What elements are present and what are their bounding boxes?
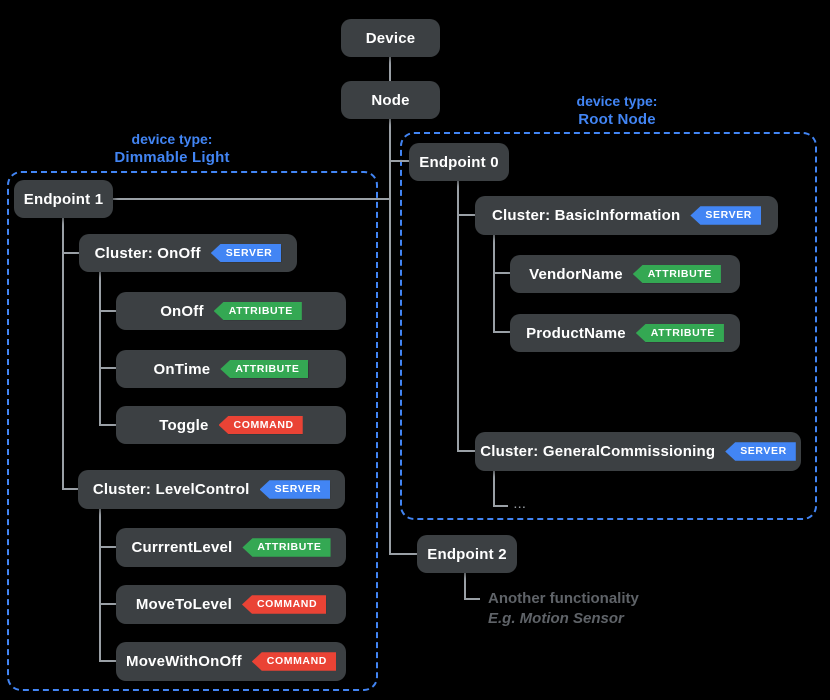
root-node-caption: device type: Root Node xyxy=(517,93,717,129)
node-node: Node xyxy=(341,81,440,119)
cluster-onoff-node: Cluster: OnOff SERVER xyxy=(79,234,297,272)
connector-line xyxy=(62,488,79,490)
more-items-ellipsis: ... xyxy=(514,500,527,511)
node-label: Cluster: GeneralCommissioning xyxy=(480,443,716,460)
endpoint2-note-line2: E.g. Motion Sensor xyxy=(488,610,624,627)
node-label: OnOff xyxy=(160,302,204,320)
node-label: Cluster: OnOff xyxy=(94,244,201,262)
node-label: Cluster: BasicInformation xyxy=(492,207,681,224)
caption-device-type-value: Root Node xyxy=(578,111,656,128)
server-badge: SERVER xyxy=(259,480,331,499)
connector-line xyxy=(493,471,495,507)
caption-device-type-value: Dimmable Light xyxy=(114,149,230,166)
connector-line xyxy=(99,509,101,662)
node-label: OnTime xyxy=(153,360,211,378)
connector-line xyxy=(493,272,511,274)
node-label: MoveWithOnOff xyxy=(126,653,242,670)
cluster-general-commissioning-node: Cluster: GeneralCommissioning SERVER xyxy=(475,432,801,471)
command-badge: COMMAND xyxy=(241,595,327,614)
connector-line xyxy=(457,450,476,452)
ontime-attribute-node: OnTime ATTRIBUTE xyxy=(116,350,346,388)
dimmable-light-caption: device type: Dimmable Light xyxy=(72,131,272,167)
node-label: CurrrentLevel xyxy=(131,539,233,556)
node-label: Endpoint 1 xyxy=(23,190,104,208)
server-badge: SERVER xyxy=(725,442,796,461)
node-label: MoveToLevel xyxy=(135,596,232,613)
node-label: Toggle xyxy=(159,416,209,434)
server-badge: SERVER xyxy=(210,243,282,263)
command-badge: COMMAND xyxy=(251,652,336,671)
connector-line xyxy=(457,214,476,216)
attribute-badge: ATTRIBUTE xyxy=(632,264,721,284)
move-with-onoff-command-node: MoveWithOnOff COMMAND xyxy=(116,642,346,681)
caption-device-type: device type: xyxy=(131,131,213,147)
toggle-command-node: Toggle COMMAND xyxy=(116,406,346,444)
connector-line xyxy=(62,218,64,490)
node-label: Cluster: LevelControl xyxy=(92,481,250,498)
onoff-attribute-node: OnOff ATTRIBUTE xyxy=(116,292,346,330)
node-label: ProductName xyxy=(526,324,626,342)
caption-device-type: device type: xyxy=(576,93,658,109)
connector-line xyxy=(62,252,80,254)
connector-line xyxy=(389,160,410,162)
cluster-level-control-node: Cluster: LevelControl SERVER xyxy=(78,470,345,509)
connector-line xyxy=(113,198,390,200)
connector-line xyxy=(99,310,117,312)
command-badge: COMMAND xyxy=(218,415,303,435)
server-badge: SERVER xyxy=(690,206,761,225)
node-label: VendorName xyxy=(529,265,623,283)
attribute-badge: ATTRIBUTE xyxy=(242,538,331,557)
device-node: Device xyxy=(341,19,440,57)
connector-line xyxy=(464,598,480,600)
cluster-basic-information-node: Cluster: BasicInformation SERVER xyxy=(475,196,778,235)
connector-line xyxy=(389,119,391,555)
connector-line xyxy=(99,367,117,369)
connector-line xyxy=(389,553,418,555)
root-node-group-outline xyxy=(400,132,817,520)
attribute-badge: ATTRIBUTE xyxy=(220,359,309,379)
endpoint2-node: Endpoint 2 xyxy=(417,535,517,573)
connector-line xyxy=(493,235,495,333)
dimmable-light-group-outline xyxy=(7,171,378,691)
attribute-badge: ATTRIBUTE xyxy=(635,323,724,343)
node-label: Device xyxy=(365,29,416,47)
connector-line xyxy=(464,573,466,600)
endpoint0-node: Endpoint 0 xyxy=(409,143,509,181)
endpoint2-note-line1: Another functionality xyxy=(488,590,639,607)
current-level-attribute-node: CurrrentLevel ATTRIBUTE xyxy=(116,528,346,567)
connector-line xyxy=(99,424,117,426)
connector-line xyxy=(99,272,101,426)
connector-line xyxy=(99,546,117,548)
connector-line xyxy=(389,57,391,82)
product-name-node: ProductName ATTRIBUTE xyxy=(510,314,740,352)
connector-line xyxy=(493,331,511,333)
connector-line xyxy=(99,603,117,605)
attribute-badge: ATTRIBUTE xyxy=(213,301,302,321)
endpoint1-node: Endpoint 1 xyxy=(14,180,113,218)
node-label: Endpoint 0 xyxy=(419,153,499,171)
connector-line xyxy=(99,660,117,662)
node-label: Endpoint 2 xyxy=(427,545,507,563)
vendor-name-node: VendorName ATTRIBUTE xyxy=(510,255,740,293)
connector-line xyxy=(493,505,508,507)
node-label: Node xyxy=(371,91,410,109)
connector-line xyxy=(457,181,459,452)
move-to-level-command-node: MoveToLevel COMMAND xyxy=(116,585,346,624)
